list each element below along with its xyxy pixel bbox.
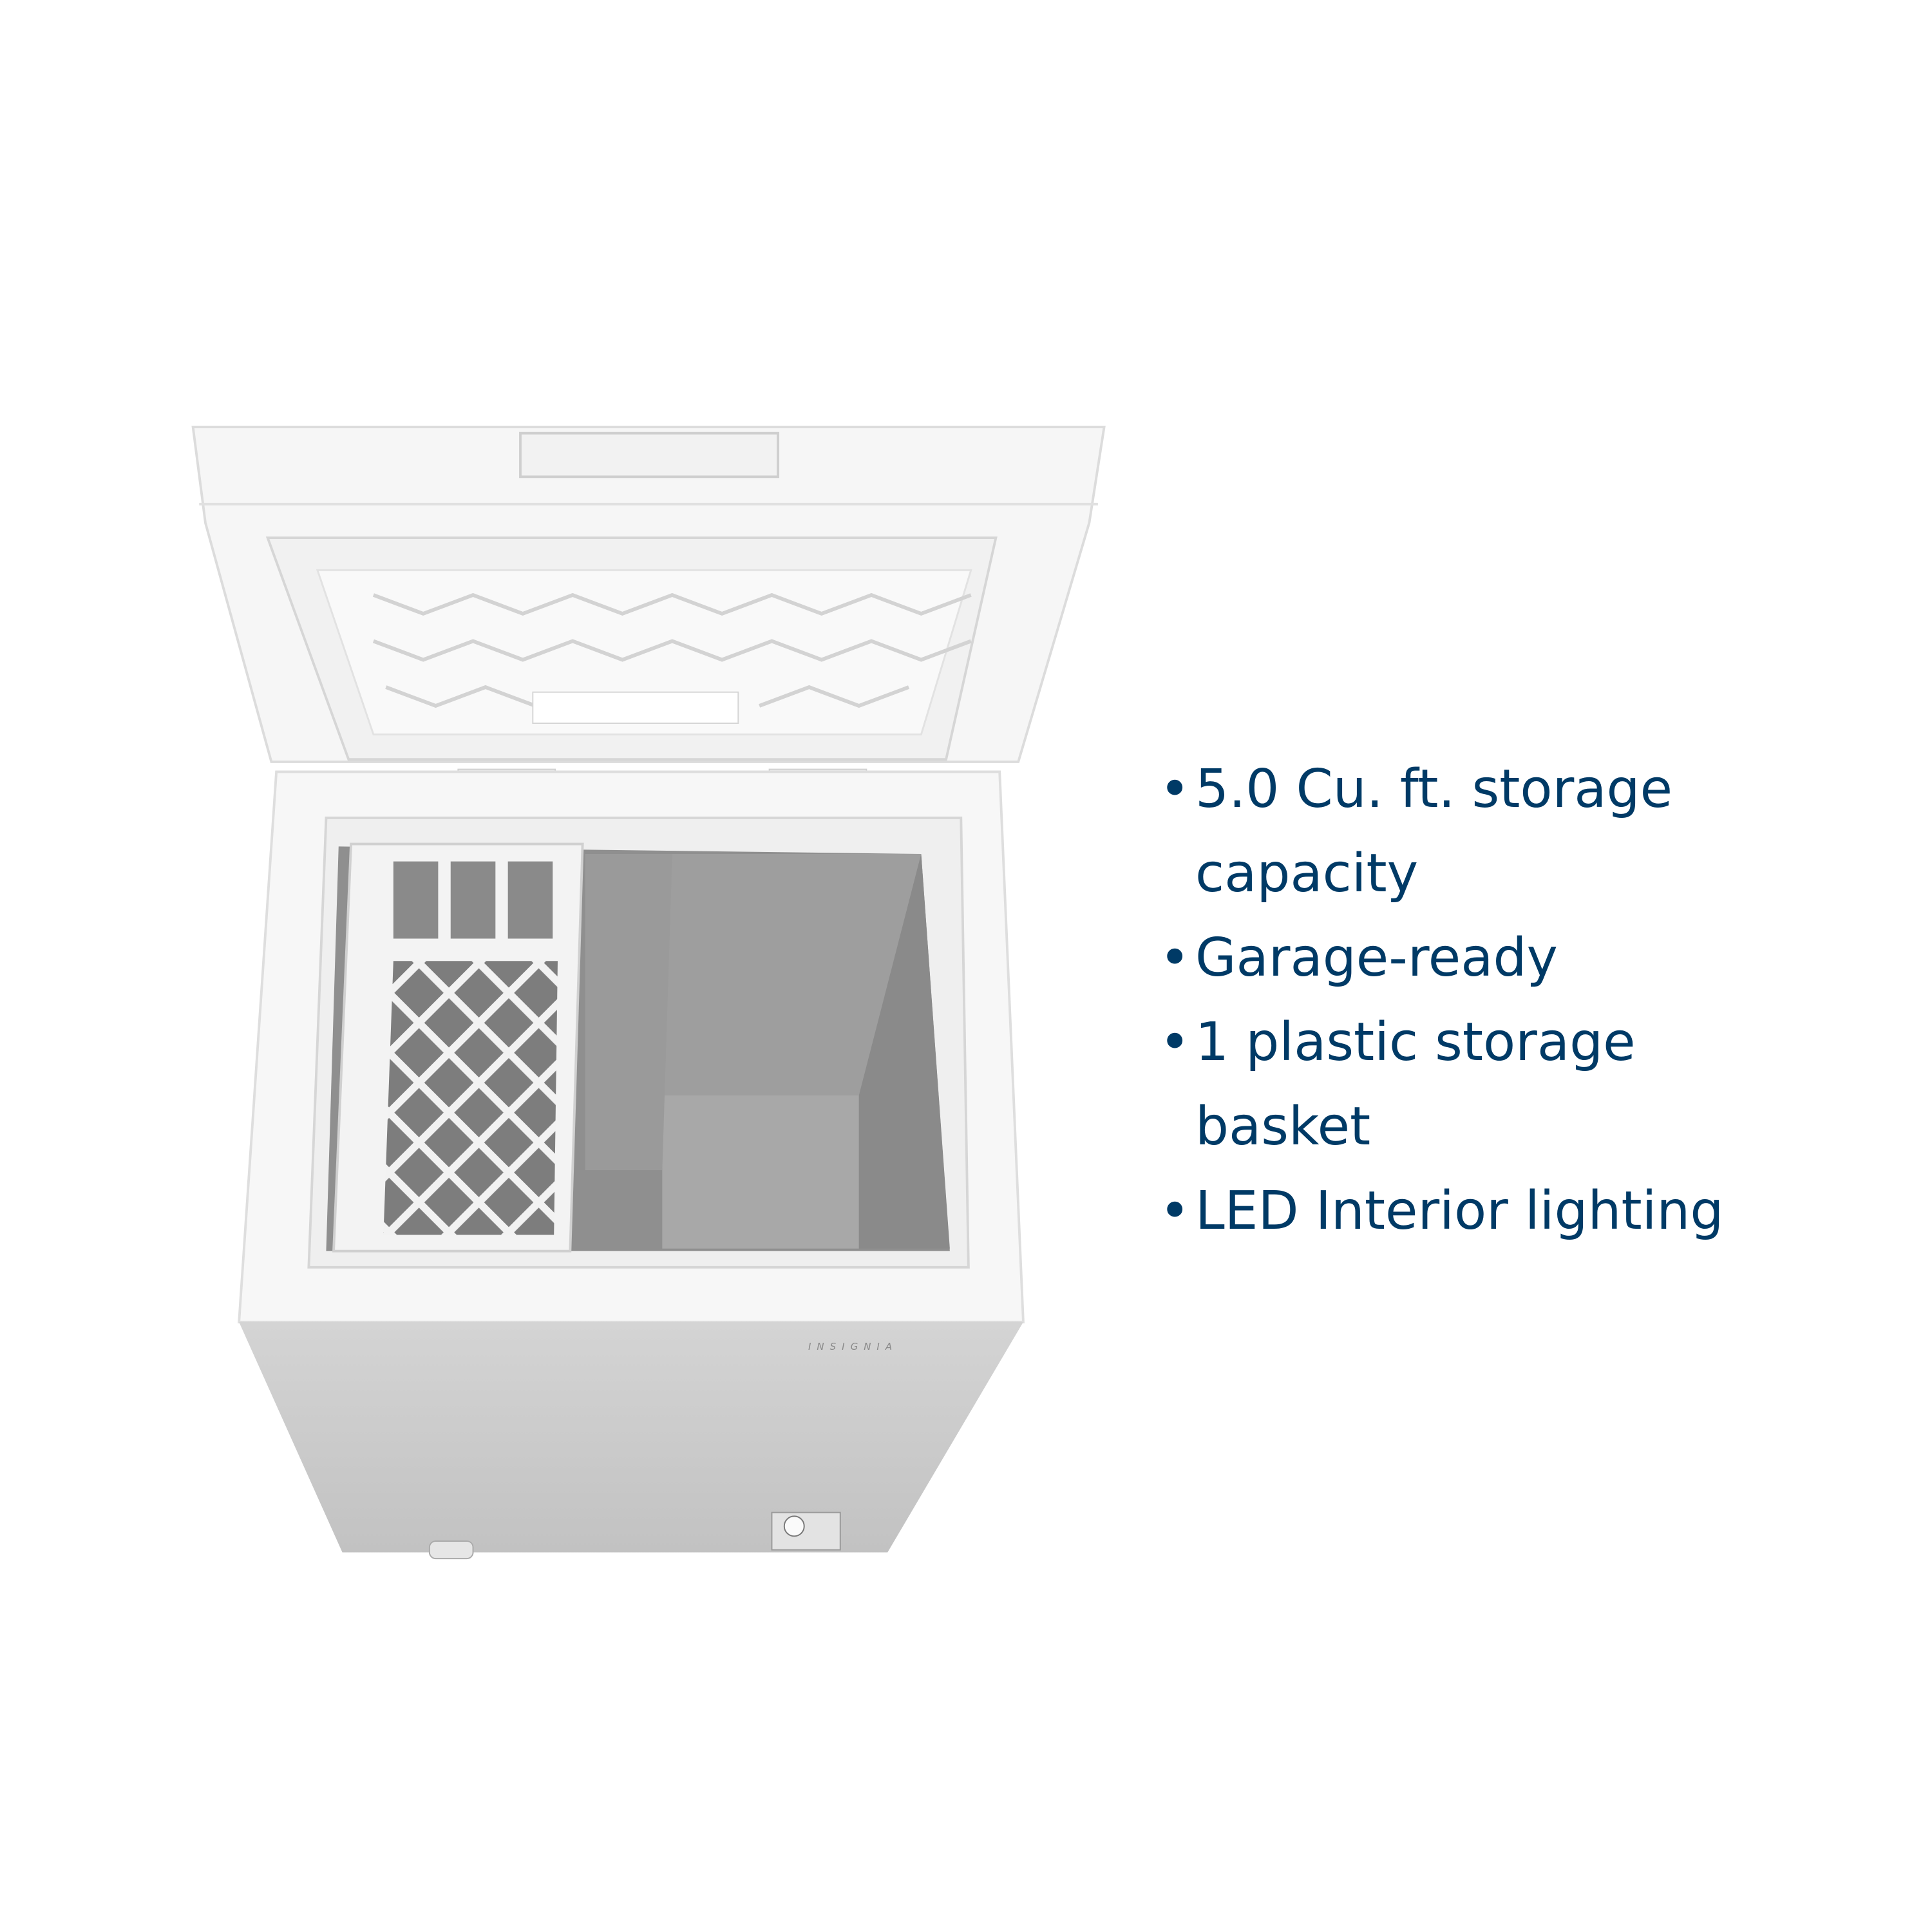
feature-text: 1 plastic storage basket <box>1195 1012 1636 1157</box>
bullet-icon: • <box>1159 927 1191 989</box>
storage-basket <box>332 842 584 1253</box>
feature-item: •Garage-ready <box>1153 916 1826 1000</box>
feature-item: •1 plastic storage basket <box>1153 1000 1826 1169</box>
feature-text: Garage-ready <box>1195 927 1558 989</box>
bullet-icon: • <box>1159 1012 1191 1073</box>
feature-item: •5.0 Cu. ft. storage capacity <box>1153 747 1826 916</box>
feature-list: •5.0 Cu. ft. storage capacity •Garage-re… <box>1153 747 1826 1253</box>
freezer-lid <box>191 426 1106 788</box>
lid-handle <box>519 431 780 478</box>
led-light-icon <box>532 691 739 724</box>
freezer-cabinet <box>238 770 1025 1560</box>
brand-logo: INSIGNIA <box>808 1341 898 1352</box>
feature-text: LED Interior lighting <box>1195 1180 1724 1242</box>
feature-text: 5.0 Cu. ft. storage capacity <box>1195 759 1673 904</box>
feature-item: •LED Interior lighting <box>1153 1169 1826 1253</box>
bullet-icon: • <box>1159 1180 1191 1242</box>
drain-plug <box>428 1540 474 1560</box>
bullet-icon: • <box>1159 759 1191 820</box>
thermostat-knob[interactable] <box>771 1511 841 1551</box>
